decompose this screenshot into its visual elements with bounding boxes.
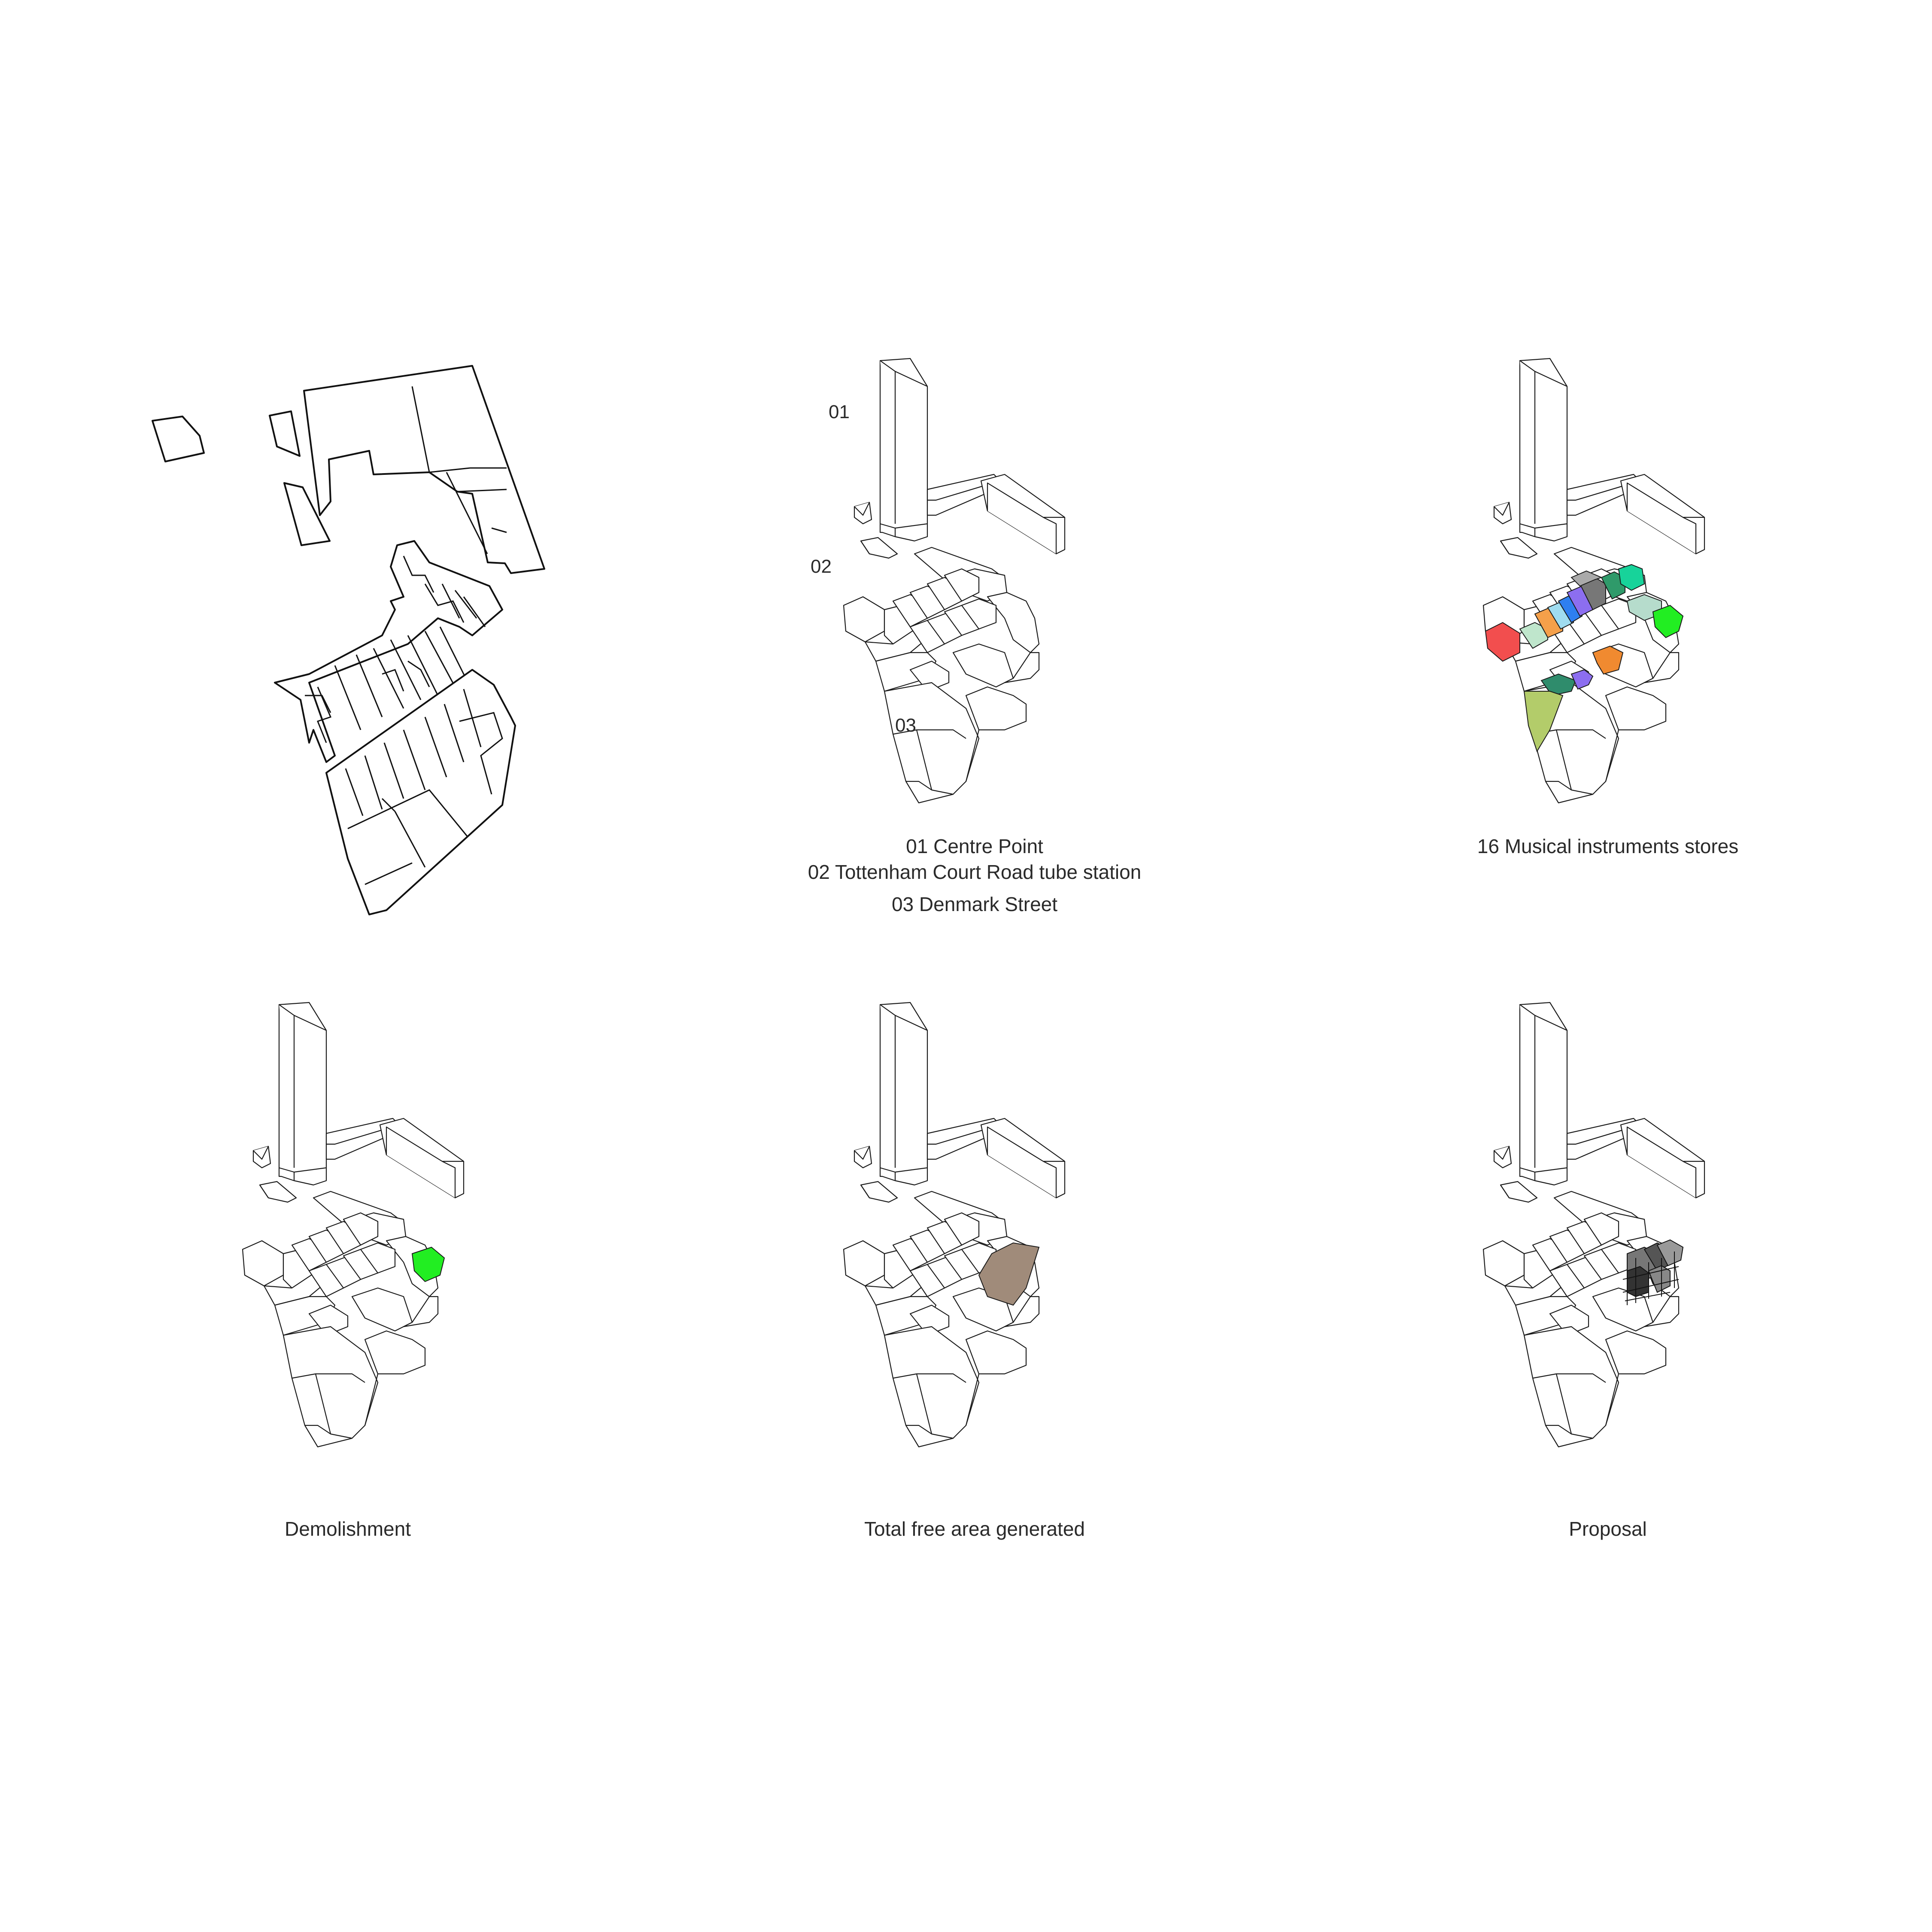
plan-block-denmark-south	[325, 669, 516, 915]
axonometric-context	[843, 358, 1066, 804]
store-8	[1571, 570, 1603, 587]
centre-point-low-block	[927, 474, 1066, 555]
label-proposal: Proposal	[1569, 1518, 1647, 1540]
store-10	[1618, 564, 1645, 591]
site-plan-drawing	[152, 365, 545, 915]
proposal-structure	[1622, 1239, 1684, 1305]
denmark-street-north-row	[843, 547, 1008, 662]
plan-block-small-left	[152, 416, 205, 462]
demolished-building	[411, 1246, 445, 1282]
denmark-street-south-block	[875, 592, 1040, 804]
axonometric-massing	[843, 358, 1066, 804]
legend-01: 01 Centre Point	[906, 835, 1043, 857]
plan-block-centre-point	[303, 365, 545, 574]
free-area-patch	[978, 1242, 1040, 1306]
legend-02: 02 Tottenham Court Road tube station	[808, 861, 1142, 883]
axonometric-proposal	[1482, 1002, 1705, 1448]
axonometric-demolishment	[242, 1002, 465, 1448]
plan-block-denmark-north	[274, 540, 503, 763]
tag-02: 02	[811, 556, 832, 577]
legend-03: 03 Denmark Street	[891, 893, 1058, 915]
store-16	[1523, 691, 1564, 753]
store-highlights	[1485, 564, 1684, 753]
axonometric-stores	[1482, 358, 1705, 804]
plan-block-station-1	[269, 410, 301, 457]
label-free-area: Total free area generated	[864, 1518, 1085, 1540]
store-13	[1592, 645, 1624, 675]
store-15	[1571, 669, 1594, 690]
tag-01: 01	[829, 401, 850, 422]
store-12	[1652, 605, 1684, 638]
tube-station-entrances	[854, 501, 898, 559]
axonometric-free-area	[843, 1002, 1066, 1448]
plan-block-station-2	[283, 482, 331, 546]
tag-03: 03	[895, 715, 916, 736]
label-demolishment: Demolishment	[285, 1518, 411, 1540]
store-1	[1485, 622, 1520, 662]
centre-point-tower	[879, 358, 928, 542]
label-stores: 16 Musical instruments stores	[1477, 835, 1739, 857]
